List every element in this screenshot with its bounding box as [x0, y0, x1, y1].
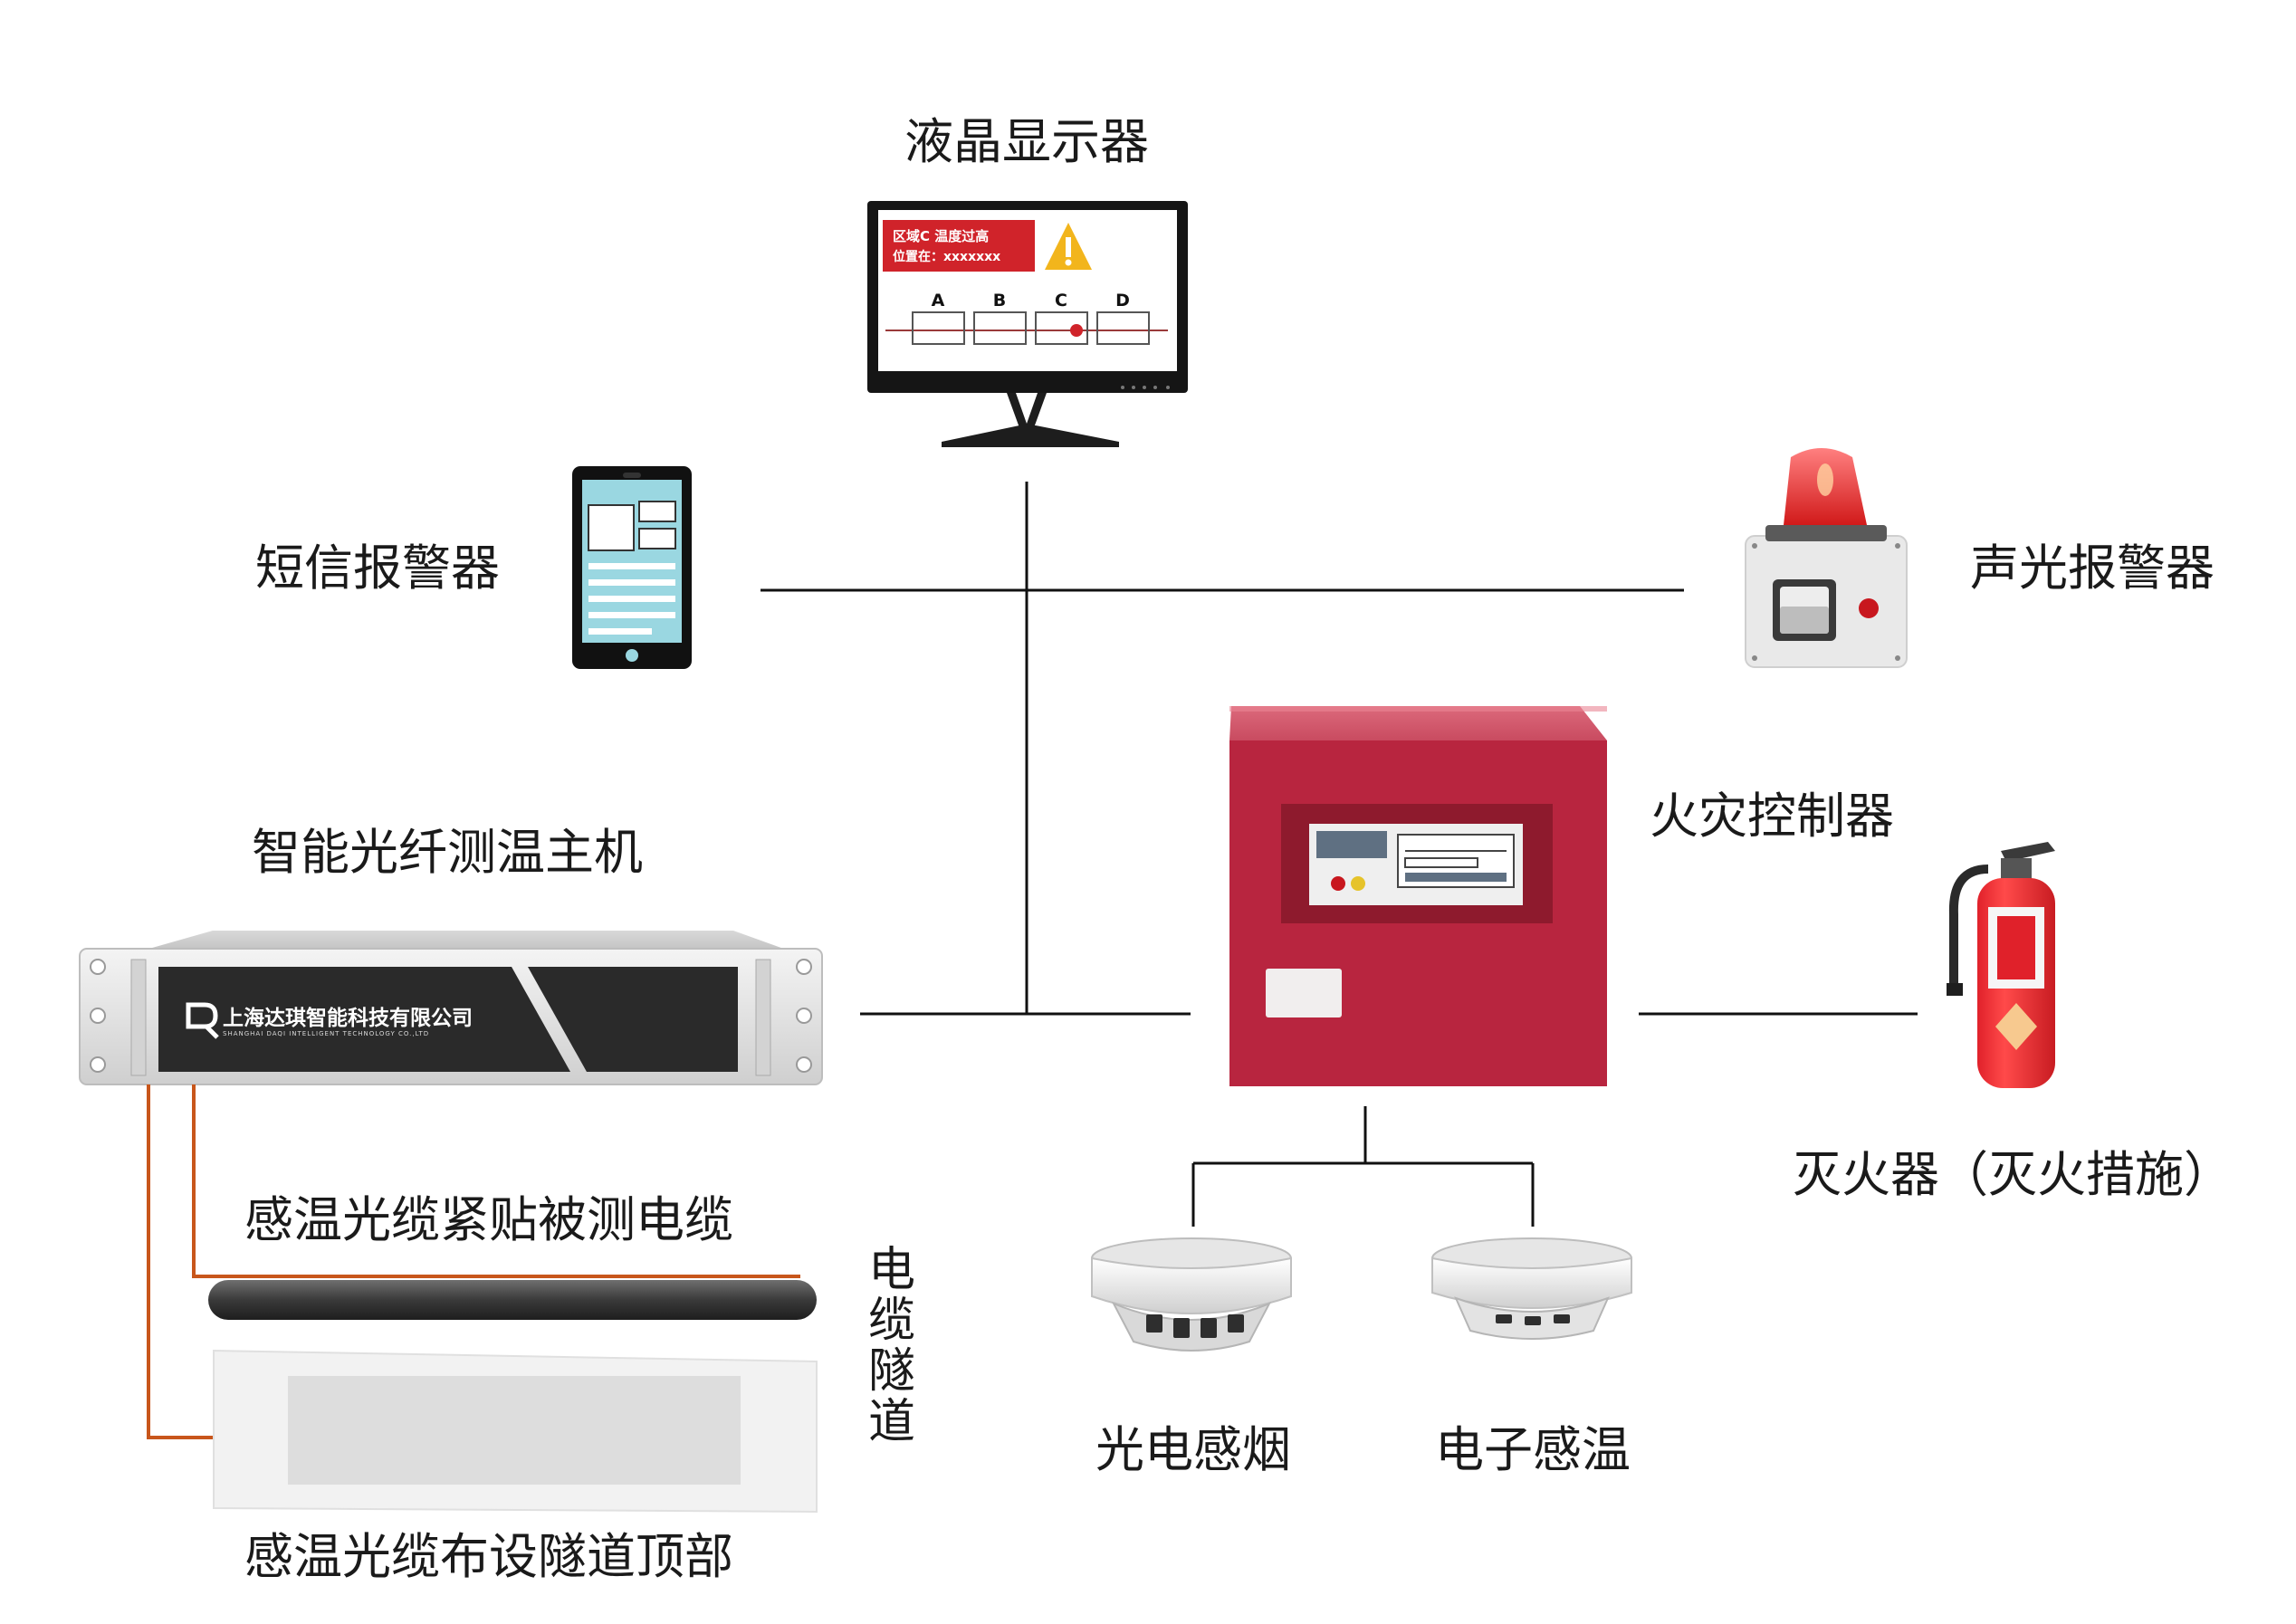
label-cable-tunnel-3: 隧	[868, 1344, 915, 1399]
connection-lines	[761, 482, 1918, 1227]
segment-box-c	[1035, 311, 1088, 345]
label-extinguisher: 灭火器（灭火措施）	[1793, 1146, 2233, 1203]
segment-label-c: C	[1055, 291, 1067, 310]
host-brand-name: 上海达琪智能科技有限公司	[223, 1006, 473, 1030]
label-smoke-detector: 光电感烟	[1095, 1421, 1291, 1478]
label-fiber-host: 智能光纤测温主机	[252, 824, 643, 881]
segment-box-a	[912, 311, 965, 345]
label-cable-tunnel-2: 缆	[868, 1294, 915, 1348]
warning-icon	[1045, 223, 1092, 270]
label-cable-tunnel: 电 缆 隧 道	[868, 1243, 915, 1449]
fire-extinguisher-icon	[1947, 842, 2055, 1088]
host-brand-sub: SHANGHAI DAQI INTELLIGENT TECHNOLOGY CO.…	[223, 1030, 429, 1037]
label-cable-tunnel-1: 电	[868, 1243, 915, 1297]
segment-box-d	[1096, 311, 1150, 345]
alert-line-2: 位置在：xxxxxxx	[893, 249, 1000, 264]
lcd-monitor: 区域C 温度过高 位置在：xxxxxxx A B C D	[867, 201, 1188, 447]
indicator-yellow-icon	[1351, 876, 1365, 891]
label-sms-alarm: 短信报警器	[255, 540, 500, 597]
fiber-host-unit: 上海达琪智能科技有限公司 SHANGHAI DAQI INTELLIGENT T…	[79, 931, 823, 1085]
label-fire-controller: 火灾控制器	[1650, 788, 1894, 845]
heat-detector-icon	[1431, 1237, 1632, 1340]
segment-box-b	[973, 311, 1027, 345]
siren-icon	[1745, 448, 1908, 668]
label-cable-close: 感温光缆紧贴被测电缆	[244, 1191, 733, 1248]
cable-tunnel-box	[213, 1349, 818, 1514]
segment-label-a: A	[932, 291, 945, 310]
label-sound-light-alarm: 声光报警器	[1970, 540, 2215, 597]
label-heat-detector: 电子感温	[1435, 1421, 1631, 1478]
segment-label-b: B	[993, 291, 1006, 310]
label-lcd-display: 液晶显示器	[904, 113, 1149, 170]
brand-logo-icon	[186, 1002, 219, 1039]
alert-line-1: 区域C 温度过高	[893, 228, 989, 244]
alert-box	[883, 220, 1035, 272]
label-cable-tunnel-4: 道	[868, 1395, 915, 1449]
fire-controller-cabinet	[1229, 706, 1607, 1086]
label-tunnel-top: 感温光缆布设隧道顶部	[244, 1528, 733, 1585]
fiber-to-cable	[192, 1084, 800, 1278]
hotspot-marker	[1070, 324, 1083, 337]
controller-display	[1316, 831, 1387, 858]
indicator-red-icon	[1331, 876, 1345, 891]
smoke-detector-icon	[1091, 1237, 1292, 1352]
power-cable-pipe	[208, 1280, 817, 1320]
segment-label-d: D	[1115, 291, 1130, 310]
phone-icon	[572, 466, 692, 669]
